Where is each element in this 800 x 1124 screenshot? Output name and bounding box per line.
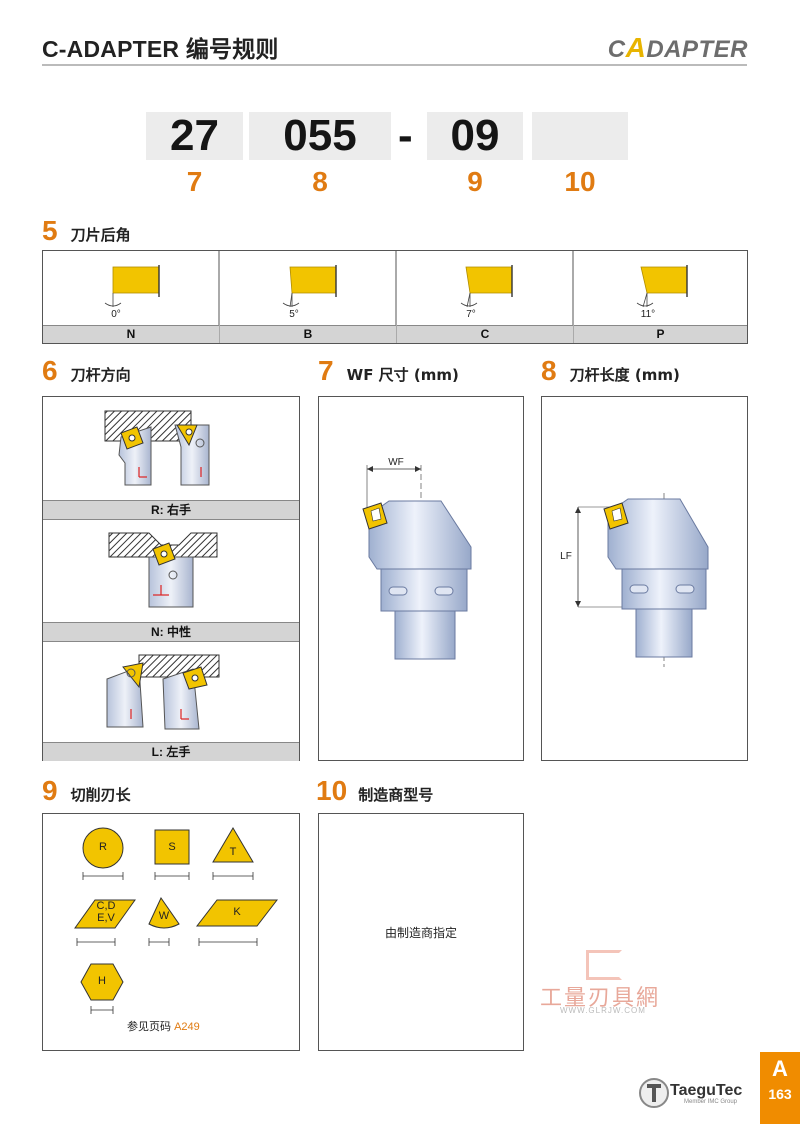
hand-right-label: R: 右手 [43, 500, 299, 520]
section6-title: 刀杆方向 [70, 366, 131, 384]
angle-label-c: 7° [466, 309, 476, 320]
shape-label-r: R [99, 841, 107, 853]
position-number-8: 8 [312, 166, 328, 197]
clearance-angle-table: 0° 5° 7° 11° N B C P [42, 250, 748, 344]
shape-label-h: H [98, 975, 106, 987]
lf-dimension-drawing [575, 493, 709, 667]
position-number-9: 9 [467, 166, 483, 197]
wf-dim-label: WF [388, 457, 404, 468]
section9-heading: 9 切削刃长 [42, 776, 131, 810]
section10-title: 制造商型号 [358, 786, 434, 804]
page-tab: A 163 [760, 1052, 800, 1124]
section6-number: 6 [42, 355, 58, 386]
angle-label-b: 5° [289, 309, 299, 320]
title-divider [42, 64, 747, 66]
left-hand-drawing [106, 654, 220, 730]
section5-title: 刀片后角 [70, 226, 131, 244]
shape-label-k: K [233, 906, 241, 918]
code-part-7: 27 [146, 112, 243, 160]
insert-angle-11 [636, 265, 688, 308]
lf-dim-label: LF [560, 551, 572, 562]
manufacturer-text: 由制造商指定 [384, 926, 457, 940]
angle-code-c: C [397, 325, 573, 343]
code-dash: - [398, 111, 413, 160]
manufacturer-model-panel: 由制造商指定 [318, 813, 524, 1051]
section10-heading: 10 制造商型号 [316, 776, 433, 810]
watermark-logo [586, 950, 622, 980]
page-reference-link[interactable]: A249 [174, 1021, 200, 1033]
shape-label-t: T [229, 846, 237, 858]
angle-code-b: B [220, 325, 396, 343]
shape-label-cd: C,D [96, 900, 116, 912]
section9-title: 切削刃长 [70, 786, 131, 804]
hand-direction-panel: R: 右手 N: 中性 L: 左手 [42, 396, 300, 761]
code-part-8: 055 [249, 112, 391, 160]
section7-heading: 7 WF 尺寸 (mm) [318, 356, 459, 390]
section9-number: 9 [42, 775, 58, 806]
position-number-7: 7 [186, 166, 203, 197]
insert-angle-7 [460, 265, 513, 308]
page-title: C-ADAPTER 编号规则 [42, 36, 279, 62]
right-hand-drawing [104, 410, 210, 486]
section7-title: WF 尺寸 (mm) [346, 366, 459, 384]
angle-label-p: 11° [640, 309, 656, 320]
wf-dimension-panel: WF [318, 396, 524, 761]
section8-heading: 8 刀杆长度 (mm) [541, 356, 680, 390]
angle-label-n: 0° [111, 309, 121, 320]
cutting-edge-length-panel: R S T C,D E,V W K H 参见页码 A249 [42, 813, 300, 1051]
shape-label-w: W [158, 910, 170, 922]
clearance-angle-drawings [104, 251, 688, 343]
taegutec-logo-icon [639, 1078, 669, 1108]
section7-number: 7 [318, 355, 334, 386]
brand-name: TaeguTec [670, 1082, 743, 1099]
section6-heading: 6 刀杆方向 [42, 356, 131, 390]
section10-number: 10 [316, 775, 348, 806]
lf-dimension-panel: LF [541, 396, 748, 761]
neutral-hand-drawing [108, 532, 218, 608]
insert-angle-0 [104, 265, 160, 307]
section5-heading: 5 刀片后角 [42, 216, 131, 250]
page-tab-letter: A [772, 1056, 788, 1081]
section8-number: 8 [541, 355, 557, 386]
code-part-9: 09 [427, 112, 523, 160]
shape-label-s: S [168, 841, 176, 853]
page-number: 163 [768, 1086, 792, 1102]
watermark-text: 工量刃具網 [540, 986, 661, 1011]
position-number-10: 10 [564, 166, 596, 197]
page-reference-text: 参见页码 [127, 1021, 171, 1033]
watermark-url: WWW.GLRJW.COM [560, 1006, 646, 1015]
wf-dimension-drawing [362, 465, 472, 660]
brand-subtitle: Member IMC Group [684, 1099, 738, 1105]
insert-angle-5 [282, 265, 337, 308]
angle-code-p: P [574, 325, 747, 343]
logo-rest: DAPTER [646, 36, 748, 63]
logo-a: A [625, 32, 647, 63]
logo-c: C [607, 36, 626, 63]
insert-shape-drawings [74, 827, 279, 1014]
angle-code-n: N [43, 325, 219, 343]
section8-title: 刀杆长度 (mm) [569, 366, 680, 384]
shape-label-ev: E,V [97, 912, 115, 924]
hand-direction-drawings [104, 410, 220, 730]
page-reference: 参见页码 A249 [127, 1018, 267, 1034]
hand-left-label: L: 左手 [43, 742, 299, 761]
section5-number: 5 [42, 215, 58, 246]
code-part-10 [532, 112, 628, 160]
c-adapter-logo: CADAPTER [608, 32, 748, 64]
hand-neutral-label: N: 中性 [43, 622, 299, 642]
